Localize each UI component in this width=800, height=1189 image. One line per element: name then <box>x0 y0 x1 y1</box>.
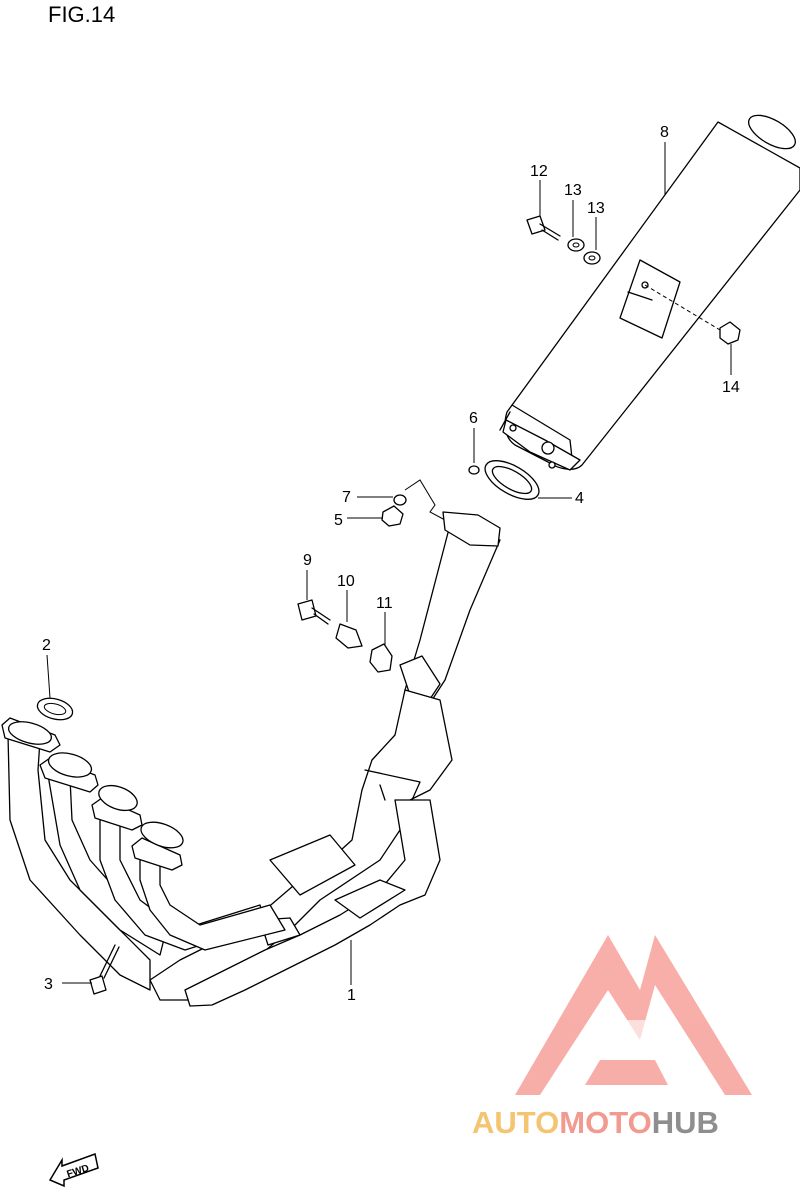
callout-labels: 1 2 3 4 5 6 7 8 9 10 11 12 13 13 14 <box>42 124 740 1004</box>
watermark-brand: AUTOMOTOHUB <box>472 1105 719 1141</box>
watermark-moto: MOTO <box>559 1105 652 1140</box>
bolt-12 <box>526 215 561 241</box>
washer-13b <box>583 251 601 265</box>
callout-5: 5 <box>334 512 343 529</box>
callout-1: 1 <box>347 987 356 1004</box>
callout-10: 10 <box>337 573 355 590</box>
gasket-2 <box>36 697 74 721</box>
callout-9: 9 <box>303 552 312 569</box>
nut-14 <box>644 284 741 345</box>
fwd-arrow-icon: FWD <box>48 1153 99 1188</box>
gasket <box>484 460 540 500</box>
washer-7 <box>393 494 407 506</box>
callout-11: 11 <box>376 595 393 612</box>
callout-7: 7 <box>342 489 351 506</box>
figure-title: FIG.14 <box>48 2 116 27</box>
washer-13a <box>567 238 585 252</box>
callout-4: 4 <box>575 490 584 507</box>
callout-13a: 13 <box>564 182 582 199</box>
cut-line <box>404 479 446 521</box>
callout-14: 14 <box>722 379 740 396</box>
cap-11 <box>369 643 393 673</box>
callout-2: 2 <box>42 637 51 654</box>
bolt-3 <box>89 944 120 995</box>
watermark-hub: HUB <box>651 1105 719 1140</box>
bolt-9 <box>297 599 331 625</box>
callout-12: 12 <box>530 163 548 180</box>
collar-10 <box>335 623 363 649</box>
muffler <box>499 114 800 471</box>
callout-13b: 13 <box>587 200 605 217</box>
leader-lines <box>46 142 732 985</box>
watermark-auto: AUTO <box>472 1105 560 1140</box>
callout-8: 8 <box>660 124 669 141</box>
watermark-logo-icon <box>515 935 752 1095</box>
washer-6 <box>468 465 480 475</box>
exhaust-header <box>1 511 501 1007</box>
nut-5 <box>381 505 404 527</box>
callout-3: 3 <box>44 976 53 993</box>
callout-6: 6 <box>469 410 478 427</box>
